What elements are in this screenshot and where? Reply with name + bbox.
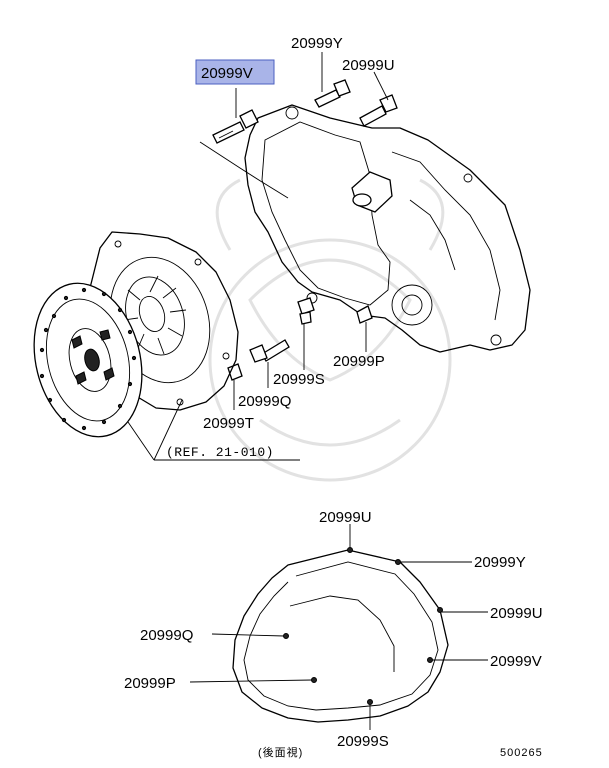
transmission-case	[199, 104, 531, 353]
view-caption: (後面視)	[258, 745, 303, 759]
reference-label[interactable]: (REF. 21-010)	[166, 445, 274, 460]
rear-view-outline	[232, 547, 449, 723]
label-20999t[interactable]: 20999T	[203, 415, 254, 432]
diagram-number: 500265	[500, 747, 543, 759]
clutch-disc	[33, 282, 143, 438]
label-20999q[interactable]: 20999Q	[238, 393, 291, 410]
bolt-20999q[interactable]	[249, 339, 290, 363]
bolt-20999p[interactable]	[356, 305, 373, 324]
label-20999y[interactable]: 20999Y	[291, 35, 343, 52]
bolt-20999s[interactable]	[297, 297, 315, 325]
bolt-20999t[interactable]	[227, 363, 243, 381]
label-20999s[interactable]: 20999S	[273, 371, 325, 388]
rear-label-20999v[interactable]: 20999V	[490, 653, 542, 670]
rear-label-20999p[interactable]: 20999P	[124, 675, 176, 692]
rear-label-20999y[interactable]: 20999Y	[474, 554, 526, 571]
lower-leader-lines	[189, 524, 488, 730]
rear-label-20999s[interactable]: 20999S	[337, 733, 389, 750]
rear-label-20999u-right[interactable]: 20999U	[490, 605, 543, 622]
label-20999u[interactable]: 20999U	[342, 57, 395, 74]
label-20999p[interactable]: 20999P	[333, 353, 385, 370]
watermark-emblem	[208, 178, 452, 482]
upper-leader-lines	[127, 52, 389, 461]
bolt-20999u[interactable]	[359, 94, 398, 127]
rear-label-20999q[interactable]: 20999Q	[140, 627, 193, 644]
highlight-box	[195, 59, 275, 85]
bolt-20999v[interactable]	[212, 109, 259, 144]
bolt-20999y[interactable]	[314, 79, 351, 108]
label-20999v-highlighted[interactable]: 20999V	[201, 65, 253, 82]
rear-label-20999u-top[interactable]: 20999U	[319, 509, 372, 526]
